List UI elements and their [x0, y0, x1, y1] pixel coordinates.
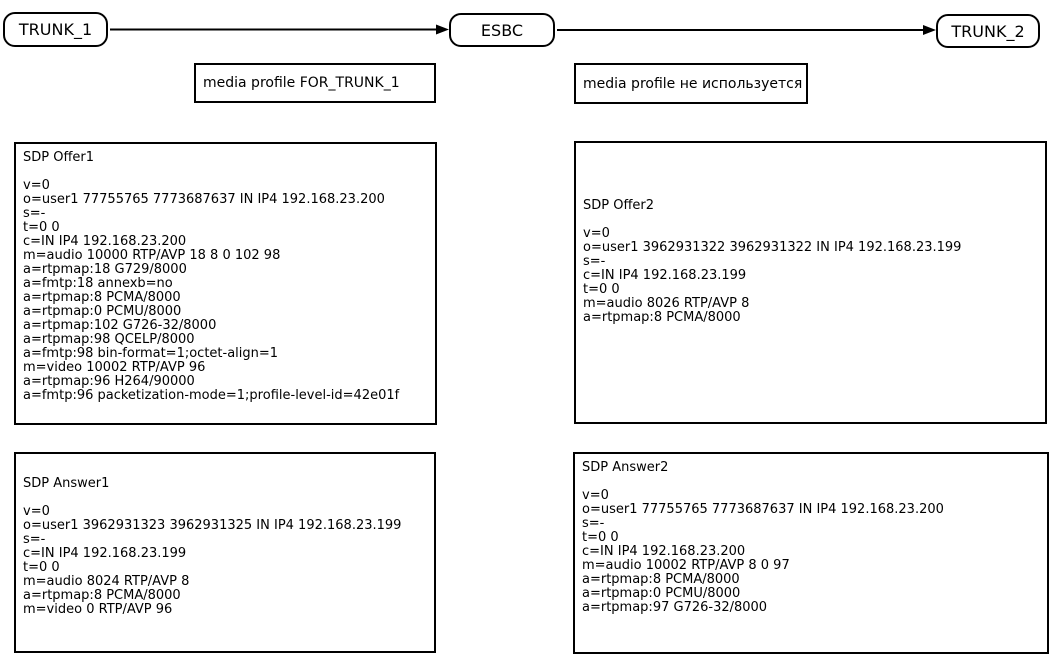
- arrow-esbc-to-trunk2: [557, 25, 936, 35]
- media-profile-right-label: media profile не используется: [583, 75, 803, 92]
- sdp-offer1-box: SDP Offer1 v=0 o=user1 77755765 77736876…: [14, 142, 437, 425]
- media-profile-left-box: media profile FOR_TRUNK_1: [194, 63, 436, 103]
- sdp-offer1-title: SDP Offer1: [23, 150, 95, 165]
- media-profile-right-box: media profile не используется: [574, 63, 808, 104]
- sdp-answer2-title: SDP Answer2: [582, 460, 669, 475]
- node-trunk1-label: TRUNK_1: [18, 20, 93, 39]
- sdp-answer2-body: v=0 o=user1 77755765 7773687637 IN IP4 1…: [582, 488, 944, 615]
- sdp-answer1-title: SDP Answer1: [23, 476, 110, 491]
- node-trunk2-label: TRUNK_2: [951, 21, 1025, 41]
- sdp-answer2-box: SDP Answer2 v=0 o=user1 77755765 7773687…: [573, 452, 1049, 654]
- sdp-offer2-body: v=0 o=user1 3962931322 3962931322 IN IP4…: [583, 226, 962, 325]
- sdp-answer1-body: v=0 o=user1 3962931323 3962931325 IN IP4…: [23, 504, 402, 617]
- node-trunk1: TRUNK_1: [3, 12, 108, 47]
- node-esbc-label: ESBC: [480, 20, 524, 40]
- node-trunk2: TRUNK_2: [936, 14, 1040, 48]
- media-profile-left-label: media profile FOR_TRUNK_1: [203, 75, 400, 91]
- arrow-trunk1-to-esbc: [110, 24, 449, 35]
- sdp-offer1-body: v=0 o=user1 77755765 7773687637 IN IP4 1…: [23, 178, 400, 403]
- sdp-offer2-box: SDP Offer2 v=0 o=user1 3962931322 396293…: [574, 141, 1047, 424]
- sdp-answer1-box: SDP Answer1 v=0 o=user1 3962931323 39629…: [14, 452, 436, 653]
- node-esbc: ESBC: [449, 13, 555, 47]
- sdp-offer2-title: SDP Offer2: [583, 198, 655, 213]
